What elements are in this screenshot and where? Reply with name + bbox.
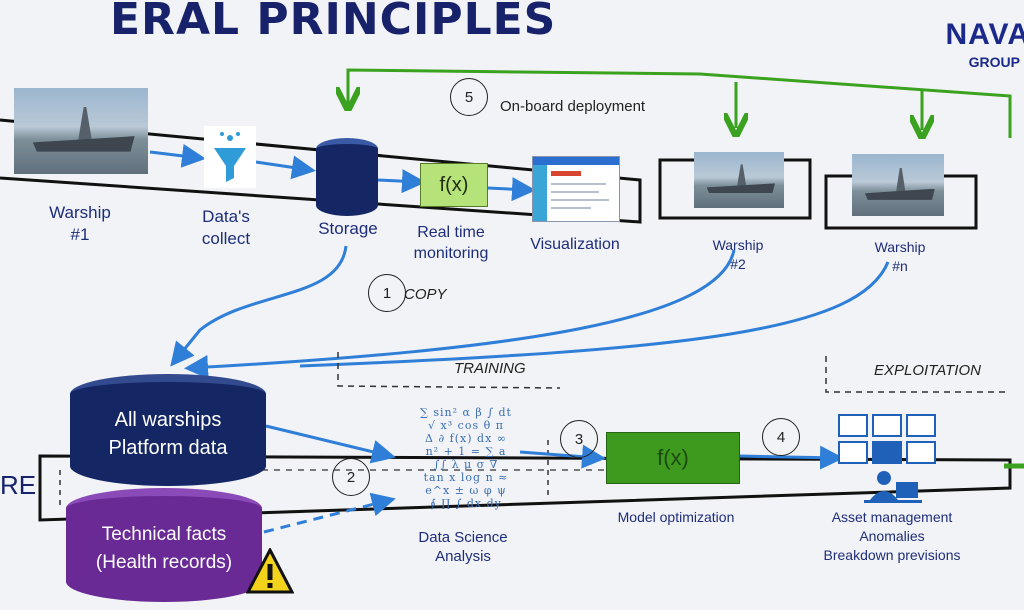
- warship-n-label: Warship #n: [874, 239, 926, 274]
- step-5-circle: 5: [450, 78, 488, 116]
- storage-label: Storage: [318, 219, 378, 238]
- training-phase-label: TRAINING: [454, 360, 526, 377]
- visualization-screenshot: [532, 156, 620, 222]
- model-function-box: f(x): [606, 432, 740, 484]
- all-warships-cylinder: All warships Platform data: [70, 374, 266, 486]
- step-4-circle: 4: [762, 418, 800, 456]
- analyst-icon: [862, 470, 924, 509]
- warship-2-label: Warship #2: [712, 237, 764, 272]
- brand-logo: NAVA: [945, 18, 1024, 51]
- brand-logo-subtitle: GROUP: [968, 54, 1020, 70]
- exploitation-phase-label: EXPLOITATION: [874, 362, 981, 379]
- step-2-circle: 2: [332, 458, 370, 496]
- warship-2-photo: [694, 152, 784, 208]
- data-science-label: Data Science Analysis: [418, 529, 508, 565]
- warship-1-label: Warship #1: [49, 203, 111, 244]
- model-optimization-label: Model optimization: [617, 509, 735, 525]
- asset-management-label: Asset management Anomalies Breakdown pre…: [823, 509, 961, 563]
- side-label: RE: [0, 470, 37, 500]
- realtime-monitoring-label: Real time monitoring: [413, 224, 489, 262]
- technical-facts-cylinder: Technical facts (Health records): [66, 488, 262, 602]
- all-warships-label: All warships Platform data: [108, 409, 228, 459]
- storage-cylinder: [316, 138, 378, 216]
- funnel-icon: [204, 126, 256, 188]
- step-1-circle: 1: [368, 274, 406, 312]
- technical-facts-label: Technical facts (Health records): [95, 524, 233, 573]
- realtime-function-box: f(x): [420, 163, 488, 207]
- visualization-label: Visualization: [530, 236, 620, 253]
- warship-n-photo: [852, 154, 944, 216]
- warship-1-photo: [14, 88, 148, 174]
- step-3-circle: 3: [560, 420, 598, 458]
- step-1-label: COPY: [404, 286, 447, 303]
- dashboard-icon: [838, 414, 938, 464]
- page-title: ERAL PRINCIPLES: [110, 0, 557, 45]
- step-5-label: On-board deployment: [500, 98, 646, 115]
- data-collect-label: Data's collect: [201, 207, 251, 248]
- warning-icon: [245, 546, 295, 599]
